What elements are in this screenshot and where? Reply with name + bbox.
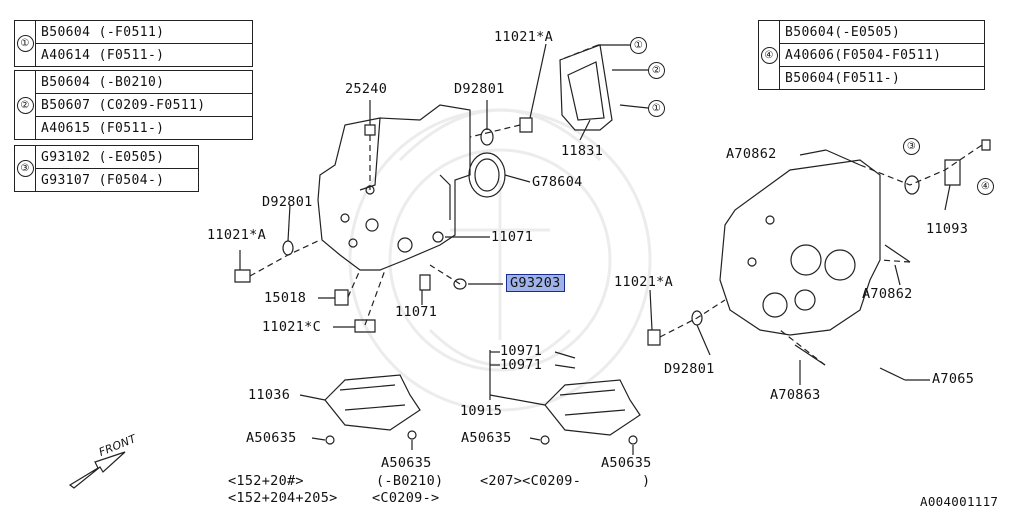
table-cell: A40615 (F0511-) bbox=[35, 116, 253, 140]
parts-table-2: ② B50604 (-B0210) B50607 (C0209-F0511) A… bbox=[14, 70, 253, 140]
part-label-highlighted[interactable]: G93203 bbox=[506, 274, 565, 292]
part-label[interactable]: 11021*A bbox=[494, 29, 553, 45]
table-ref: ③ bbox=[14, 145, 36, 192]
part-label[interactable]: G78604 bbox=[532, 174, 583, 190]
part-label[interactable]: A70862 bbox=[862, 286, 913, 302]
part-label[interactable]: D92801 bbox=[454, 81, 505, 97]
part-label[interactable]: 11093 bbox=[926, 221, 969, 237]
parts-table-1: ① B50604 (-F0511) A40614 (F0511-) bbox=[14, 20, 253, 67]
front-arrow-icon bbox=[68, 451, 126, 489]
watermark-logo bbox=[348, 108, 652, 412]
part-label[interactable]: D92801 bbox=[262, 194, 313, 210]
table-ref: ④ bbox=[758, 20, 780, 90]
part-label[interactable]: 11021*C bbox=[262, 319, 321, 335]
part-label[interactable]: 10915 bbox=[460, 403, 503, 419]
applicability-note: <207><C0209- bbox=[480, 473, 582, 489]
table-ref: ① bbox=[14, 20, 36, 67]
part-label[interactable]: A50635 bbox=[601, 455, 652, 471]
part-label[interactable]: 11036 bbox=[248, 387, 291, 403]
part-label[interactable]: D92801 bbox=[664, 361, 715, 377]
table-cell: B50607 (C0209-F0511) bbox=[35, 93, 253, 117]
part-label[interactable]: 11071 bbox=[395, 304, 438, 320]
callout-4: ④ bbox=[977, 178, 994, 195]
part-label[interactable]: 15018 bbox=[264, 290, 307, 306]
crankcase-right-half bbox=[719, 159, 881, 336]
table-cell: B50604(-E0505) bbox=[779, 20, 985, 44]
table-cell: B50604 (-B0210) bbox=[35, 70, 253, 94]
applicability-note: ) bbox=[642, 473, 651, 489]
part-label[interactable]: A50635 bbox=[461, 430, 512, 446]
part-label[interactable]: A50635 bbox=[381, 455, 432, 471]
table-cell: G93107 (F0504-) bbox=[35, 168, 199, 192]
part-label[interactable]: 11831 bbox=[561, 143, 604, 159]
callout-2: ② bbox=[648, 62, 665, 79]
part-label[interactable]: A50635 bbox=[246, 430, 297, 446]
part-label[interactable]: A7065 bbox=[932, 371, 975, 387]
parts-table-4: ④ B50604(-E0505) A40606(F0504-F0511) B50… bbox=[758, 20, 985, 90]
strainer-right bbox=[544, 379, 641, 436]
table-cell: G93102 (-E0505) bbox=[35, 145, 199, 169]
part-label[interactable]: 10971 bbox=[500, 357, 543, 373]
part-label[interactable]: 11071 bbox=[491, 229, 534, 245]
parts-table-3: ③ G93102 (-E0505) G93107 (F0504-) bbox=[14, 145, 199, 192]
part-label[interactable]: 10971 bbox=[500, 343, 543, 359]
callout-1: ① bbox=[648, 100, 665, 117]
callout-1: ① bbox=[630, 37, 647, 54]
table-cell: B50604(F0511-) bbox=[779, 66, 985, 90]
applicability-note: <152+20#> bbox=[228, 473, 304, 489]
table-cell: A40606(F0504-F0511) bbox=[779, 43, 985, 67]
table-cell: A40614 (F0511-) bbox=[35, 43, 253, 67]
cover-11831 bbox=[559, 44, 613, 131]
figure-id: A004001117 bbox=[920, 494, 999, 509]
callout-3: ③ bbox=[903, 138, 920, 155]
applicability-note: (-B0210) bbox=[376, 473, 444, 489]
part-label[interactable]: A70862 bbox=[726, 146, 777, 162]
applicability-note: <152+204+205> bbox=[228, 490, 338, 506]
strainer-left bbox=[324, 374, 421, 431]
part-label[interactable]: 11021*A bbox=[614, 274, 673, 290]
table-cell: B50604 (-F0511) bbox=[35, 20, 253, 44]
applicability-note: <C0209-> bbox=[372, 490, 440, 506]
crankcase-left-half bbox=[317, 104, 471, 271]
part-label[interactable]: A70863 bbox=[770, 387, 821, 403]
leader-solid bbox=[239, 43, 951, 455]
part-label[interactable]: 11021*A bbox=[207, 227, 266, 243]
table-ref: ② bbox=[14, 70, 36, 140]
part-label[interactable]: 25240 bbox=[345, 81, 388, 97]
leader-dashes bbox=[249, 44, 983, 366]
